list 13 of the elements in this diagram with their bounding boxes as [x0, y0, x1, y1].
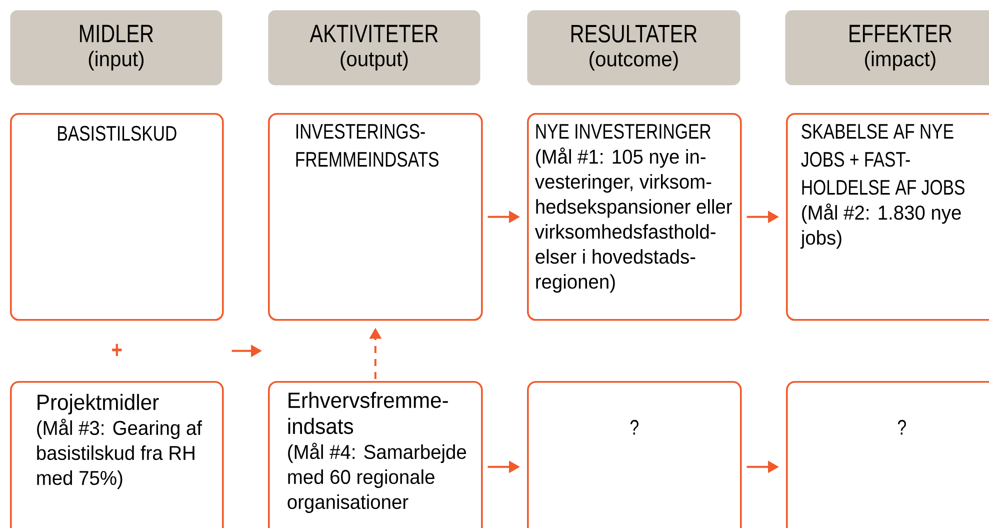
process-box: Erhvervsfremme- indsats (Mål #4: Samarbejde med 60 regionale organisationer [268, 381, 483, 528]
process-box: ? [786, 381, 989, 528]
column-header: AKTIVITETER (output) [268, 10, 480, 86]
process-box: INVESTERINGS- FREMMEINDSATS [268, 113, 483, 321]
plus-sign: + [112, 344, 122, 356]
process-box: Projektmidler (Mål #3: Gearing af basistilskud fra RH med 75%) [10, 381, 224, 528]
column-header: MIDLER (input) [10, 10, 222, 86]
process-box: NYE INVESTERINGER (Mål #1: 105 nye in- vesteringer, virksom- hedsekspansioner eller virksomhedsfasthold- elser i hovedstads- regionen) [527, 113, 742, 321]
process-box: SKABELSE AF NYE JOBS + FAST- HOLDELSE AF JOBS (Mål #2: 1.830 nye jobs) [786, 113, 989, 321]
process-box: ? [527, 381, 742, 528]
column-header: RESULTATER (outcome) [527, 10, 740, 86]
column-header: EFFEKTER (impact) [785, 10, 989, 86]
process-box: BASISTILSKUD [10, 113, 224, 321]
